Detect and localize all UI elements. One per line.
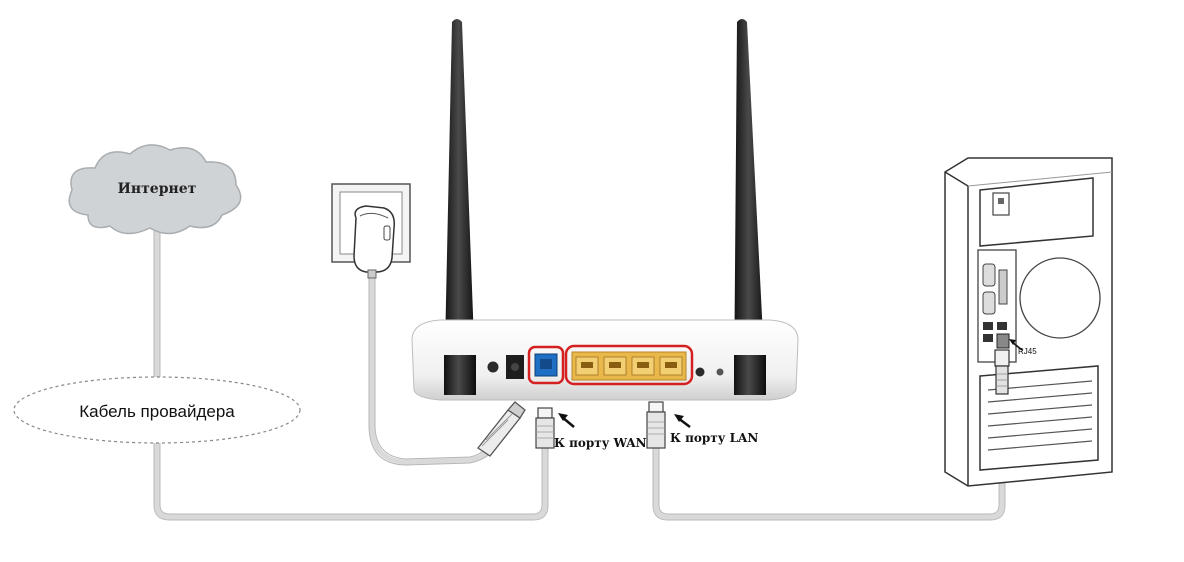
wps-button: [695, 367, 705, 377]
lan-cable-outline: [652, 395, 1006, 521]
lan-arrow-icon: [674, 414, 691, 428]
pc-connector: [994, 349, 1010, 395]
lan-connector: [646, 401, 666, 449]
provider-cable-tag: Кабель провайдера: [13, 376, 301, 444]
router: [411, 319, 799, 401]
internet-cloud: Интернет: [68, 144, 242, 235]
provider-cable-outline: [153, 225, 549, 521]
left-antenna: [444, 19, 476, 395]
io-panel: [977, 249, 1017, 363]
lan-cable: [653, 392, 1005, 520]
wan-arrow-icon: [558, 413, 575, 428]
provider-cable: [154, 222, 548, 520]
expansion-slots: [979, 365, 1099, 471]
lan-label: К порту LAN: [670, 431, 758, 445]
provider-cable-label: Кабель провайдера: [79, 402, 235, 421]
power-jack: [506, 355, 524, 379]
wan-highlight: [527, 345, 565, 385]
power-adapter: [353, 205, 396, 279]
router-led: [716, 368, 724, 376]
cloud-label: Интернет: [118, 181, 197, 197]
psu-panel: [979, 177, 1094, 247]
rj45-arrow-icon: [1009, 339, 1023, 351]
fan-grille: [1019, 257, 1101, 339]
computer-tower: [944, 157, 1113, 487]
wan-port: [534, 353, 558, 377]
rj45-socket: [996, 333, 1010, 349]
pc-port-label: RJ45: [1018, 347, 1037, 356]
right-antenna: [734, 19, 766, 395]
reset-button: [487, 361, 499, 373]
wan-label: К порту WAN: [554, 436, 647, 450]
power-plug: [477, 401, 526, 457]
lan-ports: [571, 351, 687, 381]
lan-highlight: [564, 344, 694, 386]
wan-connector: [535, 407, 555, 449]
